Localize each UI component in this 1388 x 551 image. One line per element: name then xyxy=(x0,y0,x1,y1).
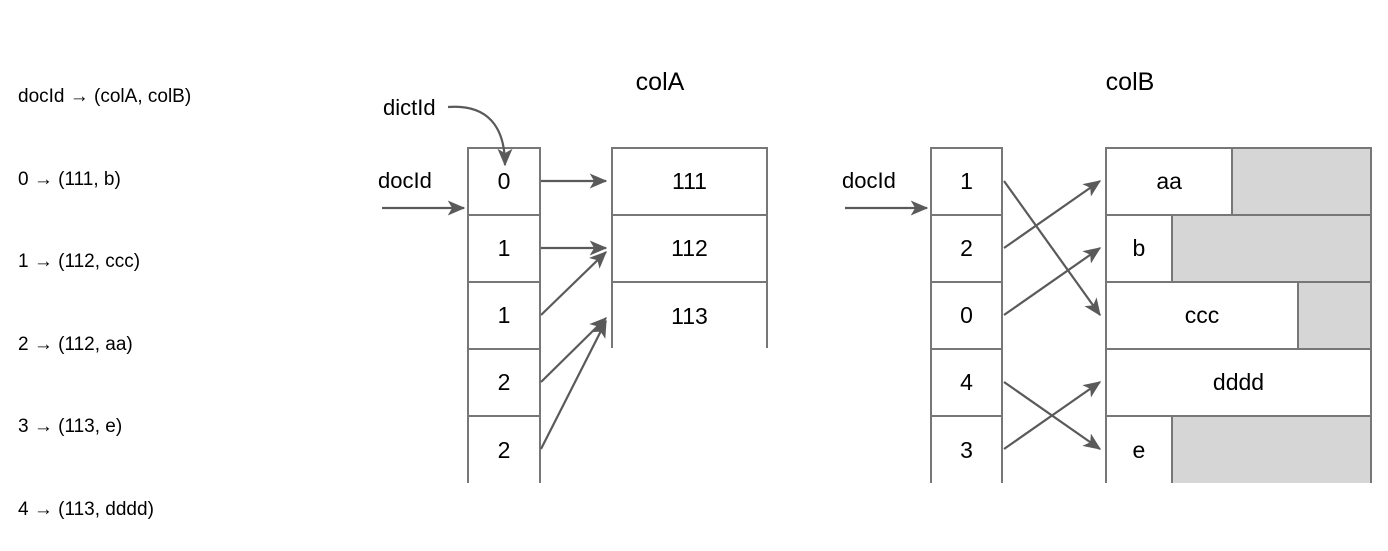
colb-value-text: e xyxy=(1107,417,1173,483)
cola-dictid-column: 0 1 1 2 2 xyxy=(467,147,541,483)
cola-docid-label: docId xyxy=(378,168,432,193)
colb-value-text: ccc xyxy=(1107,283,1299,348)
cola-dictionary-cell[interactable]: 113 xyxy=(613,283,766,350)
docid-tuple-legend: docId → (colA, colB) 0 → (111, b) 1 → (1… xyxy=(18,28,191,551)
colb-value-row[interactable]: dddd xyxy=(1107,350,1370,417)
colb-values-table: aa b ccc dddd e xyxy=(1105,147,1372,483)
colb-map-arrow xyxy=(1003,180,1101,317)
colb-docid-label: docId xyxy=(842,168,896,193)
cola-dictionary-cell[interactable]: 112 xyxy=(613,216,766,283)
colb-value-row[interactable]: b xyxy=(1107,216,1370,283)
cola-map-arrow xyxy=(540,317,607,383)
legend-line: 4 → (113, dddd) xyxy=(18,498,154,520)
colb-map-arrow xyxy=(1003,381,1102,450)
cola-map-arrow xyxy=(540,319,607,450)
colb-docid-cell[interactable]: 0 xyxy=(932,283,1001,350)
colb-value-row[interactable]: ccc xyxy=(1107,283,1370,350)
colb-map-arrow xyxy=(1003,180,1102,249)
legend-line: 1 → (112, ccc) xyxy=(18,251,141,272)
colb-map-arrow xyxy=(1003,381,1102,450)
legend-line: 3 → (113, e) xyxy=(18,416,123,437)
cola-dictionary-table: 111 112 113 xyxy=(611,147,768,350)
colb-docid-cell[interactable]: 2 xyxy=(932,216,1001,283)
cola-dictid-cell[interactable]: 1 xyxy=(469,283,539,350)
colb-docid-column: 1 2 0 4 3 xyxy=(930,147,1003,483)
legend-line: 0 → (111, b) xyxy=(18,168,121,190)
cola-dictid-cell[interactable]: 0 xyxy=(469,149,539,216)
colb-map-arrow xyxy=(1003,247,1102,316)
cola-dictid-cell[interactable]: 2 xyxy=(469,350,539,417)
colb-value-text: b xyxy=(1107,216,1173,281)
cola-title: colA xyxy=(635,68,685,96)
colb-title: colB xyxy=(1105,68,1155,96)
cola-dictionary-cell[interactable]: 111 xyxy=(613,149,766,216)
colb-value-row[interactable]: aa xyxy=(1107,149,1370,216)
colb-value-text: aa xyxy=(1107,149,1234,214)
colb-docid-cell[interactable]: 4 xyxy=(932,350,1001,417)
legend-line: 2 → (112, aa) xyxy=(18,333,133,355)
colb-value-row[interactable]: e xyxy=(1107,417,1370,483)
colb-docid-cell[interactable]: 1 xyxy=(932,149,1001,216)
legend-line: docId → (colA, colB) xyxy=(18,86,192,107)
colb-docid-cell[interactable]: 3 xyxy=(932,417,1001,483)
cola-dictid-cell[interactable]: 1 xyxy=(469,216,539,283)
cola-dictid-label: dictId xyxy=(383,95,436,120)
cola-dictid-cell[interactable]: 2 xyxy=(469,417,539,483)
colb-value-text: dddd xyxy=(1107,350,1370,415)
cola-map-arrow xyxy=(540,251,607,316)
